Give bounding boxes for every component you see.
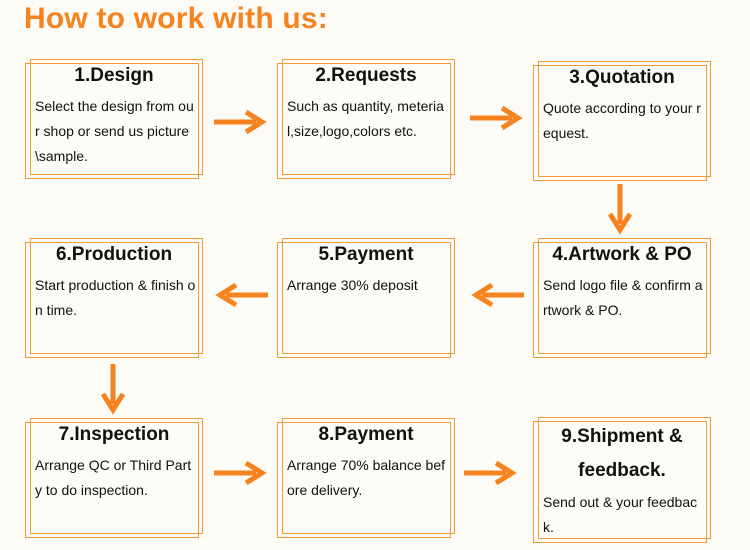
step-title: 3.Quotation	[569, 67, 675, 88]
step-inspection: 7.Inspection Arrange QC or Third Party t…	[25, 418, 203, 538]
arrow-right-icon	[212, 110, 268, 134]
step-title: 6.Production	[55, 244, 173, 265]
arrow-left-icon	[214, 283, 270, 307]
step-design: 1.Design Select the design from our shop…	[25, 59, 203, 179]
step-requests: 2.Requests Such as quantity, meterial,si…	[277, 59, 455, 179]
step-title: 9.Shipment & feedback.	[561, 426, 683, 481]
step-payment-deposit: 5.Payment Arrange 30% deposit	[277, 238, 455, 358]
page-title: How to work with us:	[24, 2, 328, 35]
step-title: 1.Design	[74, 65, 154, 86]
arrow-down-icon	[101, 362, 125, 416]
arrow-left-icon	[470, 283, 526, 307]
step-shipment-feedback: 9.Shipment & feedback. Send out & your f…	[533, 417, 711, 543]
step-production: 6.Production Start production & finish o…	[25, 238, 203, 358]
step-description: Arrange QC or Third Party to do inspecti…	[35, 457, 192, 498]
arrow-right-icon	[462, 461, 518, 485]
step-description: Such as quantity, meterial,size,logo,col…	[287, 98, 444, 139]
arrow-right-icon	[468, 106, 524, 130]
step-description: Arrange 70% balance before delivery.	[287, 457, 445, 498]
step-artwork-po: 4.Artwork & PO Send logo file & confirm …	[533, 238, 711, 358]
step-description: Start production & finish on time.	[35, 277, 196, 318]
step-payment-balance: 8.Payment Arrange 70% balance before del…	[277, 418, 455, 538]
step-title: 4.Artwork & PO	[552, 244, 692, 265]
step-title: 2.Requests	[315, 65, 417, 86]
step-quotation: 3.Quotation Quote according to your requ…	[533, 61, 711, 181]
step-title: 7.Inspection	[58, 424, 170, 445]
step-description: Send logo file & confirm artwork & PO.	[543, 277, 703, 318]
step-title: 8.Payment	[318, 424, 414, 445]
arrow-right-icon	[212, 461, 268, 485]
arrow-down-icon	[608, 182, 632, 236]
step-description: Select the design from our shop or send …	[35, 98, 194, 164]
step-title: 5.Payment	[318, 244, 414, 265]
step-description: Send out & your feedback.	[543, 494, 698, 535]
step-description: Arrange 30% deposit	[287, 277, 418, 293]
step-description: Quote according to your request.	[543, 100, 701, 141]
